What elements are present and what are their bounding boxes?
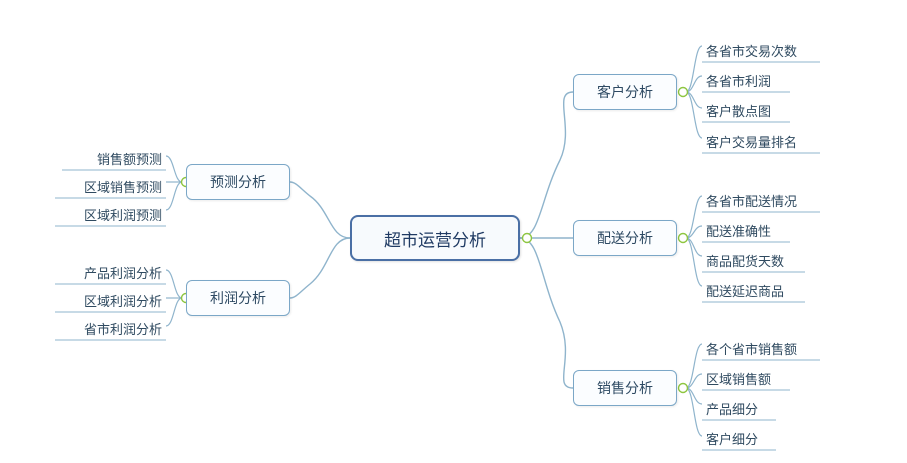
branch-node-kehu-fenxi[interactable]: 客户分析 [573,74,677,110]
leaf-node[interactable]: 区域利润分析 [55,284,166,312]
leaf-label: 商品配货天数 [706,254,785,269]
leaf-label: 区域销售额 [706,372,772,387]
leaf-node[interactable]: 配送准确性 [702,214,822,242]
leaf-node[interactable]: 客户交易量排名 [702,125,832,153]
leaf-node[interactable]: 各省市交易次数 [702,34,822,62]
root-node[interactable]: 超市运营分析 [350,215,520,261]
connector-dot-peisong [677,232,689,244]
leaf-label: 区域利润分析 [83,294,162,309]
branch-label: 预测分析 [210,174,266,190]
leaf-node[interactable]: 各省市配送情况 [702,184,832,212]
leaf-node[interactable]: 产品细分 [702,392,812,420]
leaf-label: 各省市利润 [706,74,772,89]
root-node-label: 超市运营分析 [384,230,486,250]
leaf-label: 省市利润分析 [83,322,162,337]
branch-label: 配送分析 [597,230,653,246]
leaf-node[interactable]: 各省市利润 [702,64,822,92]
leaf-label: 客户细分 [706,432,759,447]
branch-node-xiaoshou-fenxi[interactable]: 销售分析 [573,370,677,406]
branch-label: 销售分析 [597,380,653,396]
leaf-node[interactable]: 客户细分 [702,422,812,450]
leaf-label: 各省市交易次数 [706,44,798,59]
leaf-label: 产品细分 [706,402,759,417]
leaf-node[interactable]: 区域利润预测 [55,198,166,226]
leaf-label: 配送准确性 [706,224,772,239]
leaf-node[interactable]: 配送延迟商品 [702,274,822,302]
leaf-node[interactable]: 商品配货天数 [702,244,822,272]
leaf-node[interactable]: 省市利润分析 [55,312,166,340]
leaf-label: 客户散点图 [706,104,772,119]
leaf-node[interactable]: 产品利润分析 [55,256,166,284]
leaf-node[interactable]: 销售额预测 [58,142,166,170]
branch-node-yuce-fenxi[interactable]: 预测分析 [186,164,290,200]
branch-node-peisong-fenxi[interactable]: 配送分析 [573,220,677,256]
branch-label: 客户分析 [597,84,653,100]
leaf-label: 配送延迟商品 [706,284,785,299]
leaf-label: 各省市配送情况 [706,194,798,209]
leaf-label: 区域利润预测 [83,208,162,223]
connector-dot-kehu [677,86,689,98]
leaf-node[interactable]: 各个省市销售额 [702,332,832,360]
leaf-node[interactable]: 区域销售额 [702,362,822,390]
leaf-label: 区域销售预测 [83,180,162,195]
connector-dot-root [521,232,533,244]
leaf-label: 各个省市销售额 [706,342,798,357]
connector-dot-xiaoshou [677,382,689,394]
leaf-label: 客户交易量排名 [706,135,798,150]
leaf-label: 产品利润分析 [83,266,162,281]
branch-node-lirun-fenxi[interactable]: 利润分析 [186,280,290,316]
leaf-node[interactable]: 区域销售预测 [55,170,166,198]
leaf-label: 销售额预测 [96,152,162,167]
leaf-node[interactable]: 客户散点图 [702,94,822,122]
branch-label: 利润分析 [210,290,266,306]
